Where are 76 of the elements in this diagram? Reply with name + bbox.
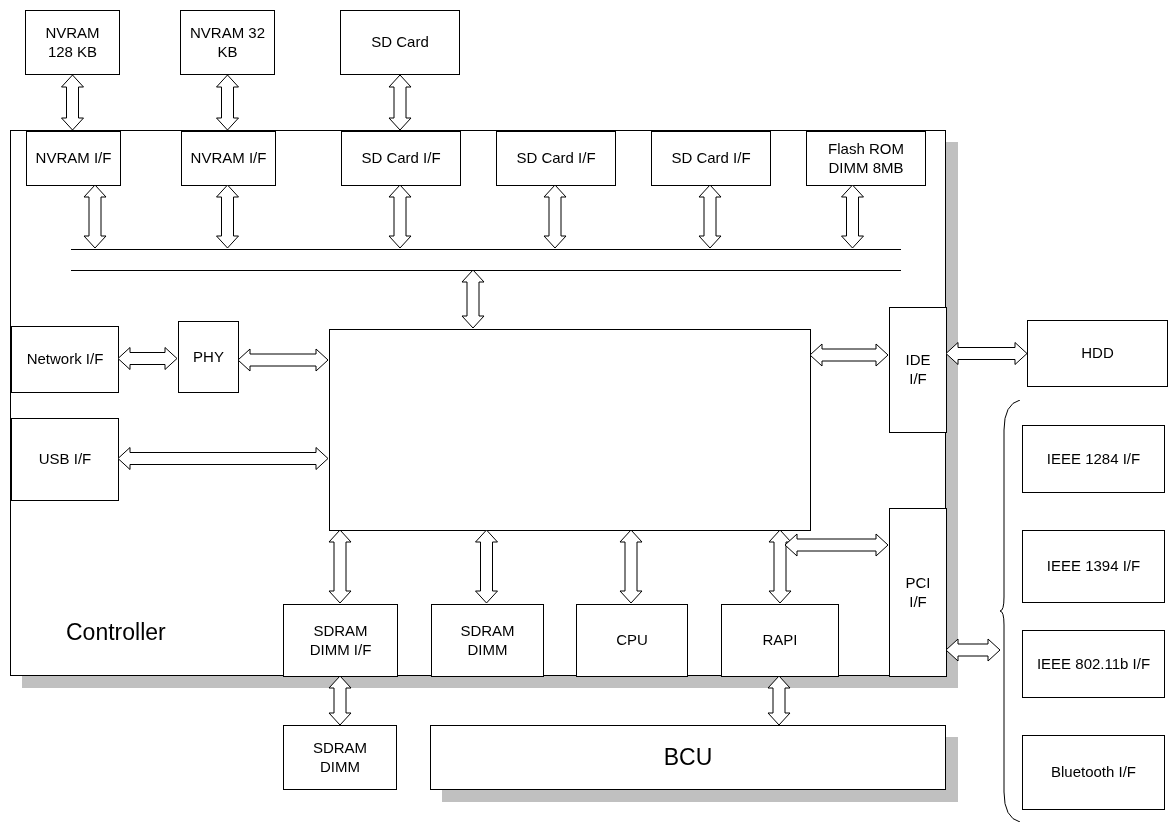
block-label: Bluetooth I/F xyxy=(1050,763,1137,782)
block-label: NVRAM 32 KB xyxy=(189,23,266,62)
block-label: RAPI xyxy=(762,631,798,650)
block-label: SD Card I/F xyxy=(361,149,441,168)
bus-lines xyxy=(71,249,901,271)
block-box xyxy=(340,10,460,75)
curly-brace xyxy=(1000,400,1020,822)
block-label: IDE I/F xyxy=(904,351,932,389)
double-arrow xyxy=(809,343,889,367)
block-box xyxy=(1022,530,1165,603)
double-arrow xyxy=(216,74,239,131)
block-box xyxy=(496,131,616,186)
block-label: SD Card xyxy=(371,33,429,52)
block-label: SDRAM DIMM I/F xyxy=(308,621,373,660)
block-box xyxy=(576,604,688,677)
block-box xyxy=(180,10,275,75)
block-box xyxy=(181,131,276,186)
block-box xyxy=(431,604,544,677)
block-box xyxy=(26,131,121,186)
block-box xyxy=(283,725,397,790)
block-label: NVRAM I/F xyxy=(35,149,112,168)
double-arrow xyxy=(328,529,352,604)
chip-box xyxy=(329,329,811,531)
block-box xyxy=(889,307,947,433)
double-arrow xyxy=(784,533,889,557)
block-box xyxy=(1027,320,1168,387)
block-box xyxy=(651,131,771,186)
block-box xyxy=(25,10,120,75)
block-box xyxy=(1022,630,1165,698)
block-label: Flash ROM DIMM 8MB xyxy=(827,139,905,178)
block-label: SDRAM DIMM xyxy=(311,738,369,777)
double-arrow xyxy=(767,675,791,726)
block-label: IEEE 1394 I/F xyxy=(1046,557,1141,576)
block-label: HDD xyxy=(1081,344,1114,363)
block-box xyxy=(1022,425,1165,493)
block-label: IEEE 802.11b I/F xyxy=(1036,654,1151,674)
board-label: Controller xyxy=(66,618,166,647)
double-arrow xyxy=(768,529,792,604)
block-box xyxy=(341,131,461,186)
block-label: USB I/F xyxy=(38,450,92,469)
block-box xyxy=(1022,735,1165,810)
block-label: BCU xyxy=(663,743,713,772)
block-box xyxy=(11,326,119,393)
double-arrow xyxy=(328,675,352,726)
double-arrow xyxy=(475,529,498,604)
block-box xyxy=(889,508,947,677)
double-arrow xyxy=(117,347,178,370)
block-label: PCI I/F xyxy=(904,573,932,612)
block-box xyxy=(11,418,119,501)
double-arrow xyxy=(388,74,412,131)
block-label: NVRAM 128 KB xyxy=(44,23,101,62)
block-label: IEEE 1284 I/F xyxy=(1046,449,1141,469)
double-arrow xyxy=(945,342,1028,365)
double-arrow xyxy=(83,184,107,249)
block-box xyxy=(806,131,926,186)
double-arrow xyxy=(619,529,643,604)
block-box xyxy=(721,604,839,677)
double-arrow xyxy=(237,348,329,372)
block-label: CPU xyxy=(616,631,648,650)
block-box xyxy=(283,604,398,677)
block-label: PHY xyxy=(193,347,224,367)
double-arrow xyxy=(841,184,864,249)
double-arrow xyxy=(461,269,485,329)
block-label: SD Card I/F xyxy=(516,149,596,168)
double-arrow xyxy=(61,74,84,131)
double-arrow xyxy=(543,184,567,249)
double-arrow xyxy=(388,184,412,249)
double-arrow xyxy=(216,184,239,249)
block-label: NVRAM I/F xyxy=(190,149,267,168)
double-arrow xyxy=(117,447,329,470)
block-label: SD Card I/F xyxy=(671,149,751,168)
block-label: SDRAM DIMM xyxy=(459,621,516,660)
double-arrow xyxy=(945,638,1001,662)
block-box xyxy=(178,321,239,393)
block-label: Network I/F xyxy=(26,350,104,369)
double-arrow xyxy=(698,184,722,249)
